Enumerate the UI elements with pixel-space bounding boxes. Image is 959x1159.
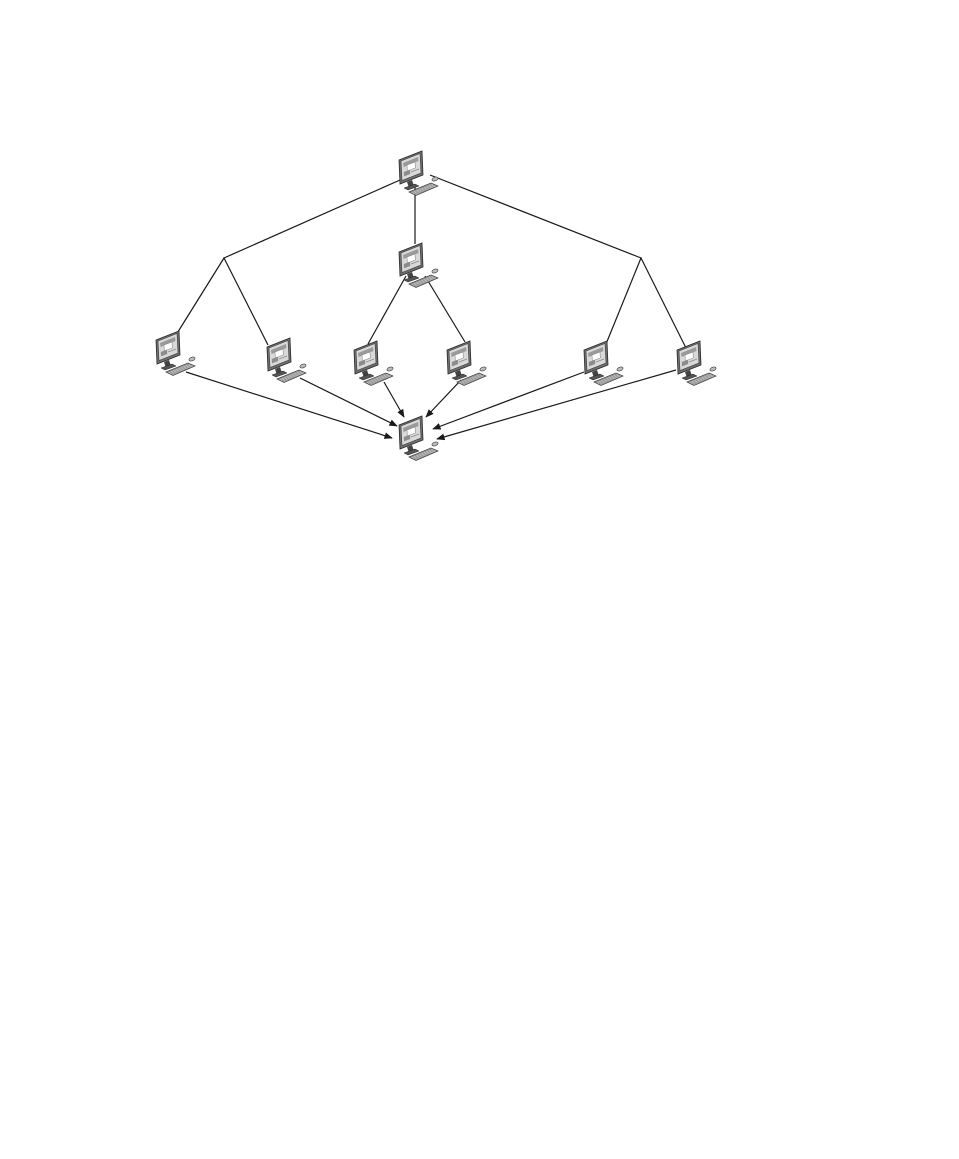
edge-top-to-jr [429,174,642,259]
edge-top-to-jl [223,179,401,259]
computer-icon-n1 [155,330,197,376]
edge-jr-to-n6 [640,257,687,349]
edge-jl-to-n1 [175,257,225,336]
computer-icon-n4 [446,340,488,386]
edge-n5-to-bottom-arrow [432,371,585,430]
computer-icon-mid [398,242,440,288]
computer-icon-n2 [266,337,308,383]
nodes-layer [155,150,718,461]
edge-n6-to-bottom-arrow [436,369,677,441]
computer-icon-n3 [353,340,395,386]
junction-jl [223,257,225,259]
edge-n3-to-bottom-arrow [383,381,405,418]
edge-n1-to-bottom-arrow [185,371,393,439]
edge-n2-to-bottom-arrow [299,377,398,427]
edge-mid-to-n3 [367,275,407,345]
edges-layer [175,174,687,441]
junction-jr [640,257,642,259]
edge-mid-to-n4 [424,275,466,343]
computer-icon-n6 [676,340,718,386]
edge-jl-to-n2 [223,257,269,346]
edge-jr-to-n5 [605,257,642,345]
computer-icon-top [398,150,440,196]
computer-icon-n5 [583,340,625,386]
computer-icon-bottom [398,415,440,461]
edge-n4-to-bottom-arrow [425,379,462,418]
